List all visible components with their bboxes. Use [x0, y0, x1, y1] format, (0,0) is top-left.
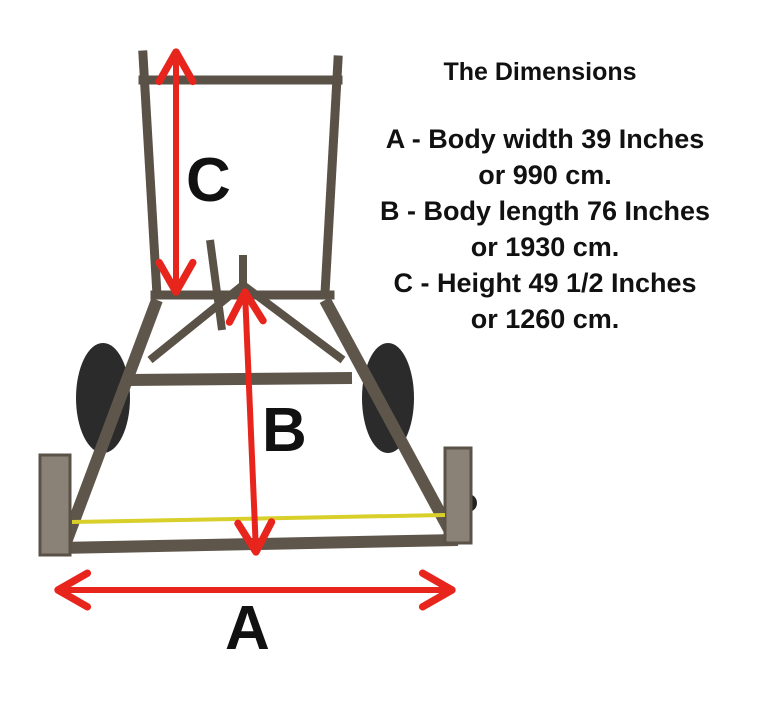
right-tire — [362, 343, 414, 453]
left-tire — [76, 343, 130, 453]
label-c: C — [186, 146, 231, 215]
spec-b-line1: B - Body length 76 Inches — [379, 196, 711, 226]
label-a: A — [225, 594, 270, 663]
spec-c-line2: or 1260 cm. — [470, 304, 620, 334]
tape-measure — [71, 513, 446, 524]
spec-a-line1: A - Body width 39 Inches — [385, 124, 705, 154]
dimensions-heading: The Dimensions — [443, 58, 637, 86]
dimension-arrows — [54, 48, 456, 611]
spec-b-line2: or 1930 cm. — [470, 232, 620, 262]
arrow-b — [225, 288, 276, 556]
label-b: B — [262, 396, 307, 465]
front-posts — [38, 446, 473, 557]
spec-a: A - Body width 39 Inches or 990 cm. — [330, 121, 760, 193]
tires — [76, 343, 477, 512]
spec-b: B - Body length 76 Inches or 1930 cm. — [330, 193, 760, 265]
spec-c: C - Height 49 1/2 Inches or 1260 cm. — [330, 265, 760, 337]
spec-c-line1: C - Height 49 1/2 Inches — [393, 268, 697, 298]
spec-a-line2: or 990 cm. — [478, 160, 612, 190]
